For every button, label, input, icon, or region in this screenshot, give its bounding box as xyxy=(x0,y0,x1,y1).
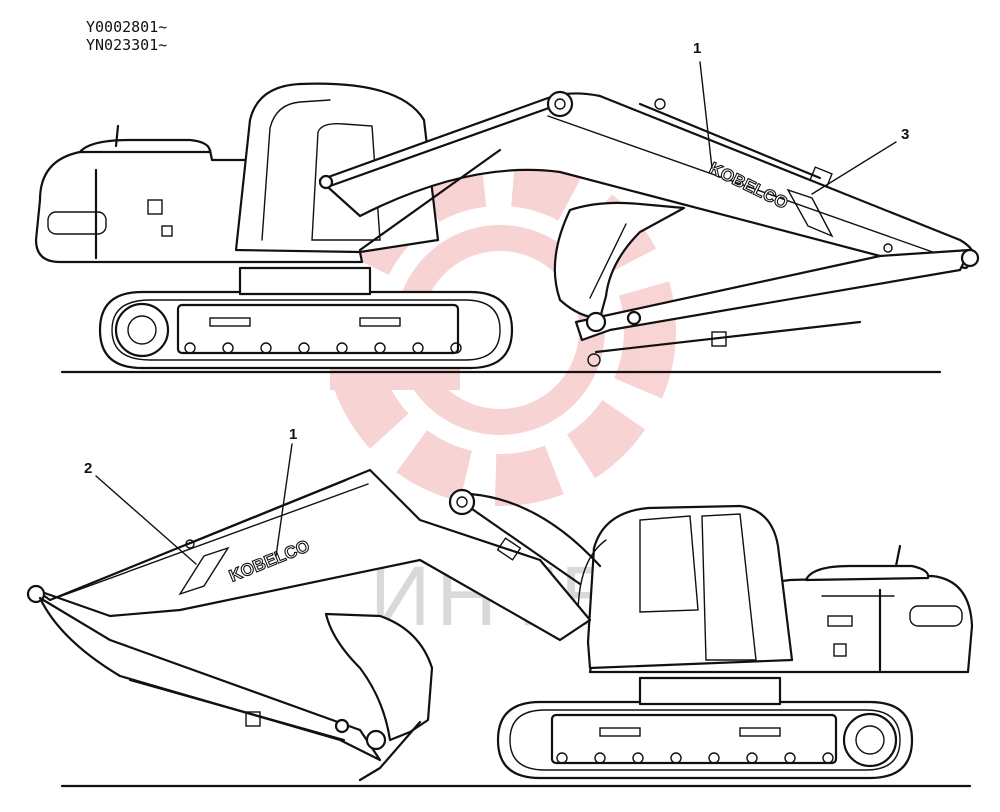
cab-bottom xyxy=(586,504,794,670)
track-frame-top xyxy=(176,303,460,355)
cab-top xyxy=(234,82,440,254)
callout-1-bottom: 1 xyxy=(289,426,298,443)
leader-line-3-top xyxy=(811,141,897,195)
cab-door-bottom xyxy=(701,513,757,661)
swing-bearing-bottom xyxy=(638,676,782,706)
stripe-decal-top xyxy=(786,188,834,238)
callout-1-top: 1 xyxy=(693,40,702,57)
cab-window-bottom xyxy=(639,515,699,613)
idler-wheel-bottom xyxy=(842,712,898,768)
bucket-bottom xyxy=(324,612,434,742)
warning-decal-bottom xyxy=(833,643,847,657)
excavator-side-view-right: KOBELCO xyxy=(34,82,980,374)
excavator-side-view-left: KOBELCO xyxy=(26,468,974,788)
callout-3-top: 3 xyxy=(901,126,910,143)
warning-decal-top xyxy=(161,225,173,237)
exhaust-stack-bottom xyxy=(894,544,902,568)
bucket-top xyxy=(553,201,686,320)
boom-cylinder-bottom xyxy=(460,500,582,586)
stripe-decal-bottom xyxy=(178,546,230,596)
leader-line-2-bottom xyxy=(95,475,197,565)
engine-hood-top xyxy=(78,138,212,154)
swing-bearing-top xyxy=(238,266,372,296)
serial-label-2: YN023301~ xyxy=(86,36,168,54)
callout-2-bottom: 2 xyxy=(84,460,93,477)
leader-line-1-top xyxy=(699,61,713,169)
exhaust-stack-top xyxy=(114,124,120,148)
boom-top xyxy=(318,92,975,270)
idler-wheel-top xyxy=(114,302,170,358)
track-frame-bottom xyxy=(550,713,838,765)
boom-cylinder-top xyxy=(328,102,562,188)
cab-door-top xyxy=(311,122,381,241)
serial-label-1: Y0002801~ xyxy=(86,18,168,36)
leader-line-1-bottom xyxy=(275,443,293,557)
engine-hood-bottom xyxy=(804,564,930,582)
arm-top xyxy=(574,248,972,342)
arm-bottom xyxy=(38,596,382,762)
